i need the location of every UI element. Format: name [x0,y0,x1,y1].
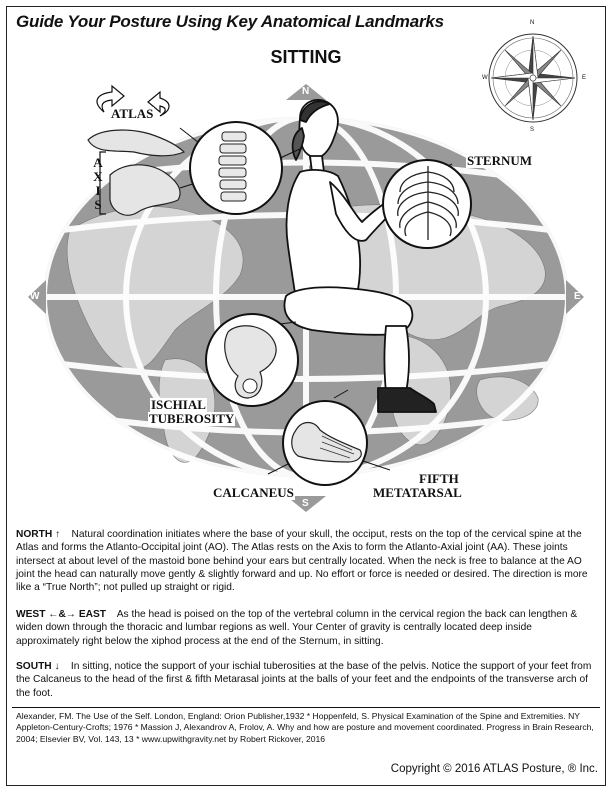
axis-letter: X [93,169,103,184]
globe-west-label: W [30,291,40,302]
axis-letter: S [94,197,102,212]
foot-callout [267,389,391,486]
west-east-paragraph: WEST ←&→ EAST As the head is poised on t… [16,608,598,648]
south-text: In sitting, notice the support of your i… [16,661,592,699]
rotate-left-icon [96,84,125,113]
fifth-label-line2: METATARSAL [372,485,463,500]
posture-illustration [28,33,584,512]
page-border [6,6,606,786]
ischial-label-line2: TUBEROSITY [148,411,236,426]
axis-label: A X I S [92,156,104,212]
compass-w-label: W [482,75,488,81]
page-subtitle: SITTING [270,47,342,67]
axis-letter: A [93,155,103,170]
sternum-label: STERNUM [466,153,534,168]
north-heading: NORTH ↑ [16,529,61,540]
atlas-axis-callout [179,121,303,215]
atlas-label: ATLAS [110,106,155,121]
compass-rose [488,33,578,123]
sternum-callout [382,159,472,249]
references: Alexander, FM. The Use of the Self. Lond… [16,711,594,744]
south-paragraph: SOUTH ↓ In sitting, notice the support o… [16,660,598,700]
north-text: Natural coordination initiates where the… [16,529,588,594]
globe-east-label: E [574,291,581,302]
compass-n-label: N [530,20,535,26]
copyright: Copyright © 2016 ATLAS Posture, ® Inc. [390,763,598,775]
ischial-callout [205,313,299,407]
north-paragraph: NORTH ↑ Natural coordination initiates w… [16,528,598,594]
fifth-label-line1: FIFTH [418,471,460,486]
south-heading: SOUTH ↓ [16,661,60,672]
atlas-bone [87,129,186,157]
page-title: Guide Your Posture Using Key Anatomical … [16,12,444,31]
compass-s-label: S [530,127,535,133]
axis-bracket [99,151,106,215]
west-east-text: As the head is poised on the top of the … [16,609,578,647]
ischial-label-line1: ISCHIAL [150,397,207,412]
west-east-heading: WEST ←&→ EAST [16,609,106,620]
globe-south-label: S [302,498,309,509]
globe-north-label: N [302,86,310,97]
calcaneus-label: CALCANEUS [212,485,295,500]
rotate-right-icon [147,90,170,117]
axis-letter: I [95,183,101,198]
axis-bone [109,164,181,216]
compass-e-label: E [582,75,587,81]
divider [12,707,600,708]
